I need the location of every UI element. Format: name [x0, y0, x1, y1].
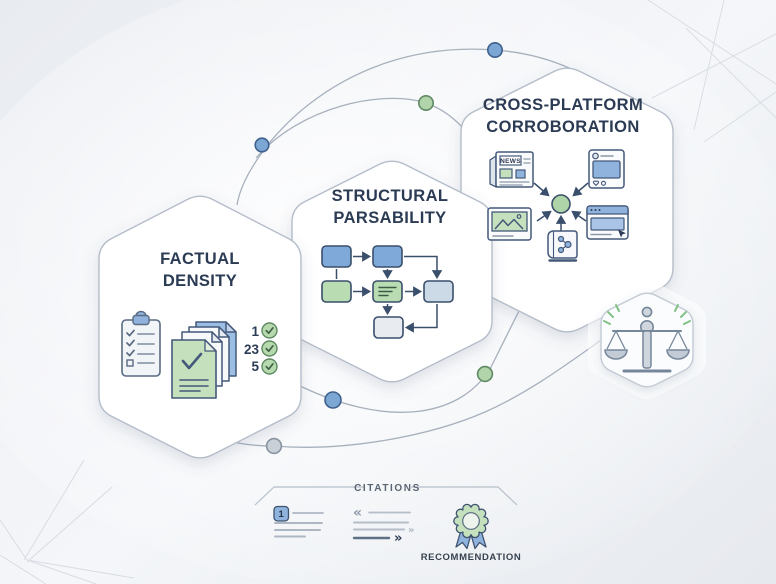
news-label: NEWS — [500, 158, 521, 165]
flow-box-blue-2 — [372, 245, 403, 268]
citations-legend: CITATIONS 1 « » » — [254, 483, 522, 563]
browser-icon — [586, 205, 629, 240]
photo-icon — [487, 207, 532, 241]
knowledge-book-icon — [547, 230, 578, 262]
quotation-lines-icon: « » » — [352, 505, 414, 546]
structural-parsability-title-line1: STRUCTURAL — [332, 187, 449, 205]
count-value-1: 1 — [251, 324, 259, 339]
newspaper-icon: NEWS — [489, 151, 534, 189]
cross-platform-title-line1: CROSS-PLATFORM — [483, 96, 643, 114]
quote-close-small-mark: » — [408, 525, 414, 536]
citations-label: CITATIONS — [354, 483, 421, 494]
cursor-icon — [618, 229, 626, 238]
orbit-node-blue-1 — [254, 137, 270, 153]
citation-block-icon: 1 — [273, 505, 324, 538]
award-rosette-icon — [453, 503, 489, 550]
orbit-node-blue-2 — [486, 41, 503, 58]
balance-scale-icon — [603, 304, 691, 373]
hub-circle — [551, 194, 571, 214]
clipboard-checklist-icon — [121, 310, 161, 377]
documents-stack-icon — [171, 321, 237, 399]
social-post-icon — [588, 149, 625, 189]
citation-marker: 1 — [279, 509, 285, 520]
corner-lines-top-right — [647, 0, 776, 143]
orbit-node-green-2 — [476, 365, 494, 383]
flow-box-blue-1 — [321, 245, 352, 268]
orbit-curve-inner-bottom — [295, 306, 522, 413]
flow-box-green-1 — [321, 280, 352, 303]
fact-counts: 1 23 5 — [244, 322, 278, 375]
recommendation-label: RECOMMENDATION — [421, 552, 522, 563]
orbit-curve-outer-bottom — [183, 337, 605, 448]
flow-box-gray — [373, 316, 404, 339]
count-value-3: 5 — [251, 359, 259, 374]
corner-lines-bottom-left — [0, 459, 135, 584]
citations-bracket — [254, 486, 518, 506]
orbit-nodes — [254, 41, 503, 455]
flow-box-slate — [423, 280, 454, 303]
orbit-node-blue-3 — [324, 391, 342, 409]
hub-arrows — [533, 182, 589, 231]
factual-density-title-line1: FACTUAL — [160, 250, 240, 268]
orbit-node-gray-1 — [265, 437, 283, 455]
factual-density-title-line2: DENSITY — [163, 272, 237, 290]
orbit-curve-inner-top — [255, 97, 464, 159]
count-value-2: 23 — [244, 342, 260, 357]
corroboration-hub — [533, 182, 589, 231]
cross-platform-title-line2: CORROBORATION — [486, 118, 639, 136]
orbit-node-green-1 — [417, 95, 434, 112]
check-circle-icons — [261, 322, 278, 375]
flow-arrows — [335, 251, 443, 333]
flowchart-icon — [321, 245, 454, 339]
sparkle-icon — [603, 304, 691, 325]
quote-close-bold-mark: » — [394, 531, 402, 546]
structural-parsability-title-line2: PARSABILITY — [333, 209, 446, 227]
quote-open-mark: « — [353, 505, 362, 521]
